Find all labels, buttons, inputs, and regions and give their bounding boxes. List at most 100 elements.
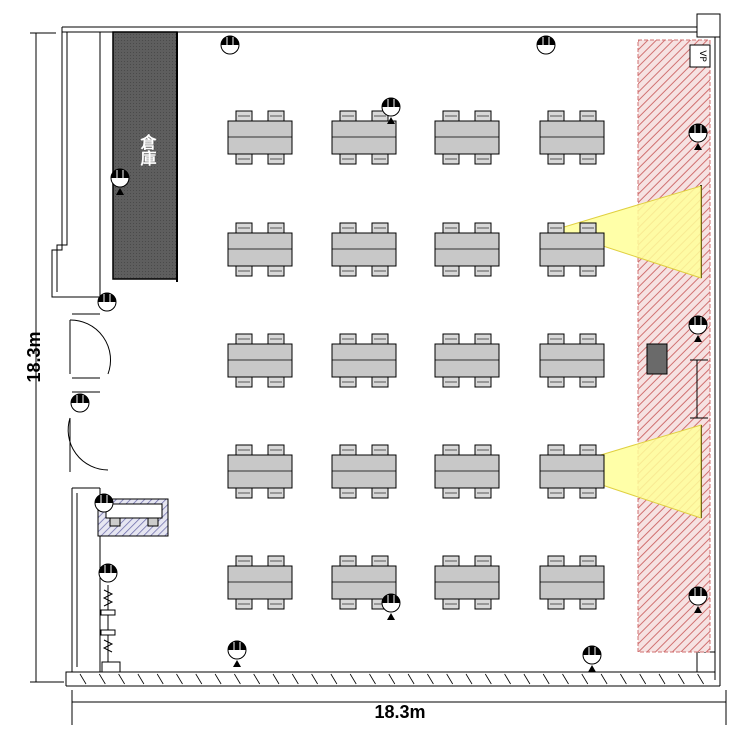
chair bbox=[339, 153, 357, 165]
chair bbox=[474, 222, 492, 234]
podium[interactable] bbox=[646, 343, 668, 375]
chair bbox=[547, 222, 565, 234]
chair bbox=[579, 487, 597, 499]
chair bbox=[371, 555, 389, 567]
table-set bbox=[227, 110, 293, 165]
outlet-icon[interactable] bbox=[220, 35, 240, 55]
table-set bbox=[331, 555, 397, 610]
chair bbox=[235, 222, 253, 234]
chair bbox=[339, 555, 357, 567]
chair bbox=[579, 598, 597, 610]
outlet-icon[interactable] bbox=[110, 168, 130, 195]
chair bbox=[235, 265, 253, 277]
chair bbox=[442, 376, 460, 388]
outlet-icon[interactable] bbox=[227, 640, 247, 667]
chair bbox=[267, 153, 285, 165]
table bbox=[227, 232, 293, 267]
outlet-icon[interactable] bbox=[381, 97, 401, 124]
table bbox=[227, 565, 293, 600]
chair bbox=[235, 555, 253, 567]
table bbox=[539, 120, 605, 155]
table-set bbox=[539, 110, 605, 165]
table-set bbox=[434, 110, 500, 165]
rack bbox=[100, 585, 116, 662]
chair bbox=[267, 444, 285, 456]
chair bbox=[474, 555, 492, 567]
chair bbox=[371, 444, 389, 456]
table bbox=[331, 343, 397, 378]
table-set bbox=[539, 444, 605, 499]
chair bbox=[267, 110, 285, 122]
chair bbox=[547, 265, 565, 277]
table-set bbox=[331, 222, 397, 277]
chair bbox=[267, 376, 285, 388]
chair bbox=[339, 265, 357, 277]
chair bbox=[235, 487, 253, 499]
chair bbox=[579, 153, 597, 165]
vp-box: VP bbox=[689, 44, 711, 68]
projection-beam-icon bbox=[552, 185, 702, 279]
outlet-icon[interactable] bbox=[70, 393, 90, 413]
chair bbox=[474, 487, 492, 499]
outlet-icon[interactable] bbox=[688, 123, 708, 150]
chair bbox=[371, 333, 389, 345]
table bbox=[434, 120, 500, 155]
chair bbox=[474, 333, 492, 345]
chair bbox=[442, 444, 460, 456]
table-set bbox=[331, 110, 397, 165]
chair bbox=[267, 333, 285, 345]
table-set bbox=[331, 444, 397, 499]
chair bbox=[579, 265, 597, 277]
table bbox=[539, 454, 605, 489]
chair bbox=[267, 487, 285, 499]
table bbox=[434, 565, 500, 600]
width-dimension-label: 18.3m bbox=[374, 702, 425, 722]
chair bbox=[442, 110, 460, 122]
table-set bbox=[227, 222, 293, 277]
outlet-icon[interactable] bbox=[94, 493, 114, 513]
table-set bbox=[434, 222, 500, 277]
chair bbox=[235, 333, 253, 345]
outlet-icon[interactable] bbox=[98, 563, 118, 583]
chair bbox=[547, 555, 565, 567]
table-set bbox=[434, 444, 500, 499]
chair bbox=[579, 376, 597, 388]
chair bbox=[474, 153, 492, 165]
chair bbox=[474, 598, 492, 610]
chair bbox=[474, 376, 492, 388]
chair bbox=[371, 222, 389, 234]
chair bbox=[547, 487, 565, 499]
chair bbox=[339, 598, 357, 610]
chair bbox=[547, 598, 565, 610]
outlet-icon[interactable] bbox=[381, 593, 401, 620]
outlets bbox=[70, 35, 708, 672]
table-set bbox=[434, 333, 500, 388]
table bbox=[331, 565, 397, 600]
chair bbox=[371, 153, 389, 165]
outlet-icon[interactable] bbox=[582, 645, 602, 672]
table bbox=[331, 232, 397, 267]
chair bbox=[339, 110, 357, 122]
storage-label: 倉庫 bbox=[138, 133, 158, 167]
chair bbox=[371, 487, 389, 499]
chair bbox=[267, 598, 285, 610]
table bbox=[331, 120, 397, 155]
outlet-icon[interactable] bbox=[97, 292, 117, 312]
chair bbox=[442, 265, 460, 277]
chair bbox=[339, 222, 357, 234]
outlet-icon[interactable] bbox=[688, 586, 708, 613]
height-dimension: 18.3m bbox=[24, 32, 64, 683]
chair bbox=[267, 222, 285, 234]
table-set bbox=[434, 555, 500, 610]
table-set bbox=[227, 444, 293, 499]
chair bbox=[339, 487, 357, 499]
table bbox=[227, 343, 293, 378]
outlet-icon[interactable] bbox=[688, 315, 708, 342]
table-set bbox=[227, 555, 293, 610]
door-swing-icon[interactable] bbox=[67, 319, 112, 472]
outlet-icon[interactable] bbox=[536, 35, 556, 55]
table-set bbox=[539, 555, 605, 610]
table-grid bbox=[227, 110, 605, 610]
chair bbox=[267, 555, 285, 567]
chair bbox=[579, 333, 597, 345]
